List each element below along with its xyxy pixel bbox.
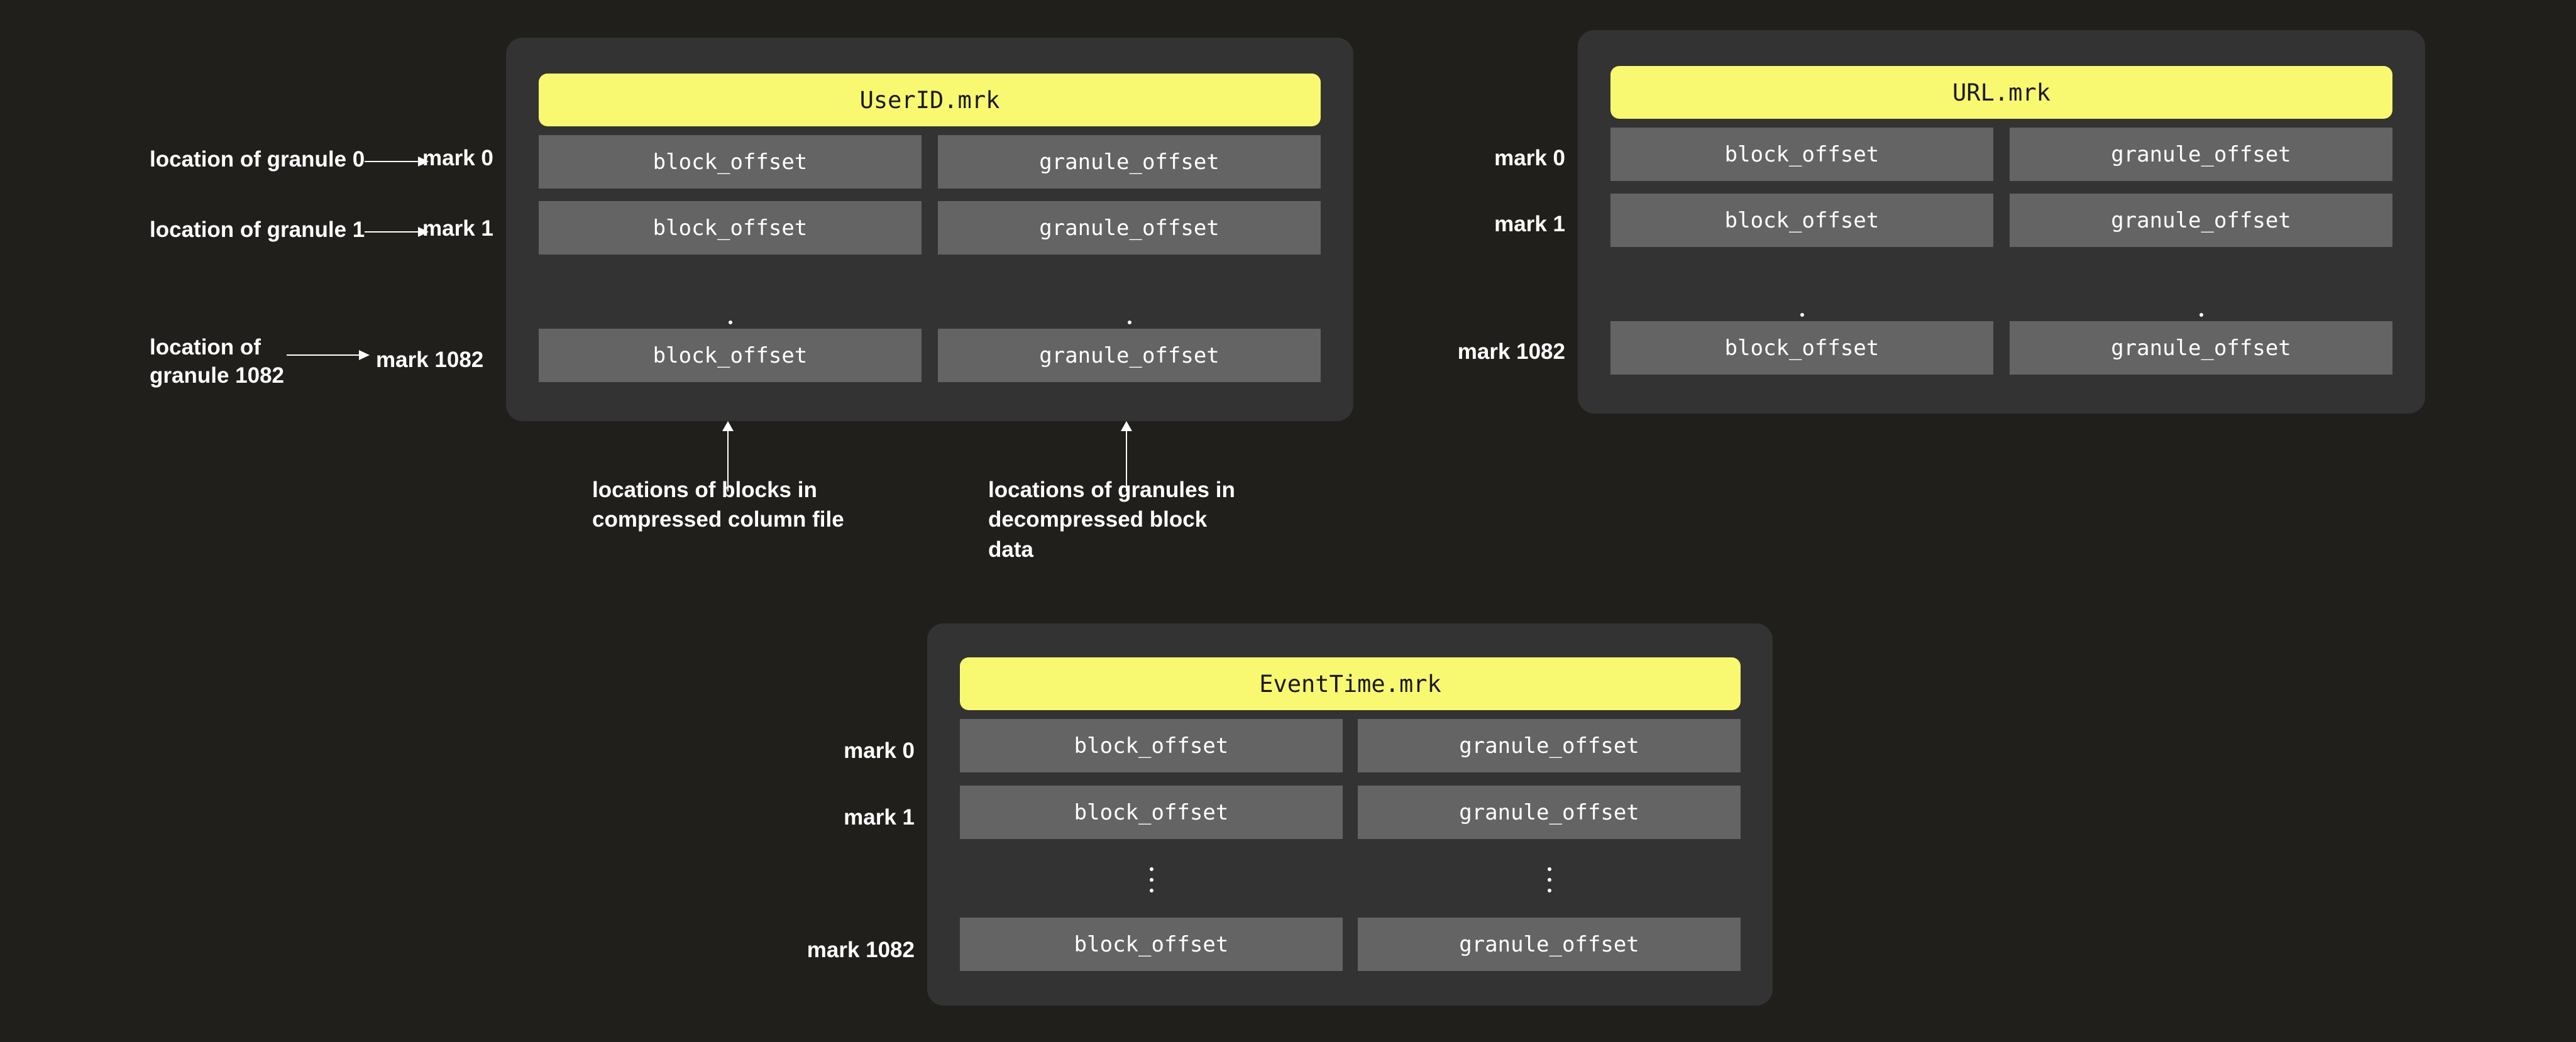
mrk-card-userid-row1082-block-offset: block_offset — [539, 329, 922, 382]
granule-offset-callout-arrow-icon — [1121, 421, 1132, 491]
mrk-card-eventtime-title: EventTime.mrk — [960, 657, 1741, 710]
mrk-card-url-mark-1-label: mark 1 — [1494, 212, 1565, 236]
mrk-card-url-row0-block-offset: block_offset — [1610, 128, 1993, 181]
mrk-card-eventtime-row1-block-offset: block_offset — [960, 786, 1343, 839]
granule-offset-callout-line2: decompressed block data — [988, 507, 1208, 562]
mrk-card-eventtime-row1082-granule-offset: granule_offset — [1358, 918, 1741, 971]
mrk-card-eventtime: EventTime.mrk block_offset granule_offse… — [927, 623, 1773, 1006]
granule-1082-mark-label: mark 1082 — [376, 348, 484, 372]
mrk-card-url-title: URL.mrk — [1610, 66, 2392, 119]
mrk-card-userid-row0-granule-offset: granule_offset — [938, 135, 1321, 189]
mrk-card-userid-title: UserID.mrk — [539, 74, 1321, 126]
granule-1082-location-label: location of granule 1082 — [150, 334, 326, 390]
block-offset-callout-arrow-icon — [722, 421, 734, 491]
granule-0-location-label: location of granule 0 — [150, 147, 365, 172]
mrk-card-eventtime-mark-0-label: mark 0 — [844, 738, 915, 763]
mrk-card-userid-row0-block-offset: block_offset — [539, 135, 922, 189]
mrk-card-url-row1-granule-offset: granule_offset — [2010, 194, 2392, 247]
granule-0-mark-label: mark 0 — [422, 146, 493, 170]
mrk-card-userid: UserID.mrk block_offset granule_offset b… — [506, 38, 1353, 421]
mrk-card-userid-row1-granule-offset: granule_offset — [938, 201, 1321, 255]
mrk-card-eventtime-mark-1-label: mark 1 — [844, 805, 915, 830]
mrk-card-url-mark-1082-label: mark 1082 — [1457, 339, 1565, 364]
granule-0-arrow-icon — [365, 156, 429, 167]
block-offset-callout-line1: locations of blocks in — [592, 478, 817, 502]
granule-1082-arrow-icon — [287, 350, 370, 360]
mrk-card-userid-row1-block-offset: block_offset — [539, 201, 922, 255]
granule-1082-location-line2: granule 1082 — [150, 363, 284, 388]
block-offset-callout-line2: compressed column file — [592, 507, 844, 532]
granule-1-mark-label: mark 1 — [422, 216, 493, 241]
mrk-card-eventtime-row0-granule-offset: granule_offset — [1358, 719, 1741, 772]
mrk-card-url-row0-granule-offset: granule_offset — [2010, 128, 2392, 181]
granule-1082-location-line1: location of — [150, 335, 261, 359]
mrk-card-eventtime-row0-block-offset: block_offset — [960, 719, 1343, 772]
granule-offset-callout-line1: locations of granules in — [988, 478, 1235, 502]
mrk-card-url: URL.mrk block_offset granule_offset bloc… — [1578, 30, 2425, 414]
mrk-card-eventtime-row1-granule-offset: granule_offset — [1358, 786, 1741, 839]
granule-1-location-label: location of granule 1 — [150, 217, 365, 242]
granule-offset-callout: locations of granules in decompressed bl… — [988, 475, 1252, 564]
mrk-card-url-mark-0-label: mark 0 — [1494, 146, 1565, 170]
mrk-card-userid-row1082-granule-offset: granule_offset — [938, 329, 1321, 382]
mrk-card-url-row1082-granule-offset: granule_offset — [2010, 321, 2392, 375]
mrk-card-eventtime-mark-1082-label: mark 1082 — [806, 938, 915, 962]
mrk-card-eventtime-granule-ellipsis-icon — [1537, 867, 1562, 892]
mrk-card-url-row1-block-offset: block_offset — [1610, 194, 1993, 247]
mrk-card-eventtime-row1082-block-offset: block_offset — [960, 918, 1343, 971]
mrk-card-eventtime-block-ellipsis-icon — [1139, 867, 1164, 892]
granule-1-arrow-icon — [365, 227, 429, 237]
mrk-card-url-row1082-block-offset: block_offset — [1610, 321, 1993, 375]
block-offset-callout: locations of blocks in compressed column… — [592, 475, 856, 535]
